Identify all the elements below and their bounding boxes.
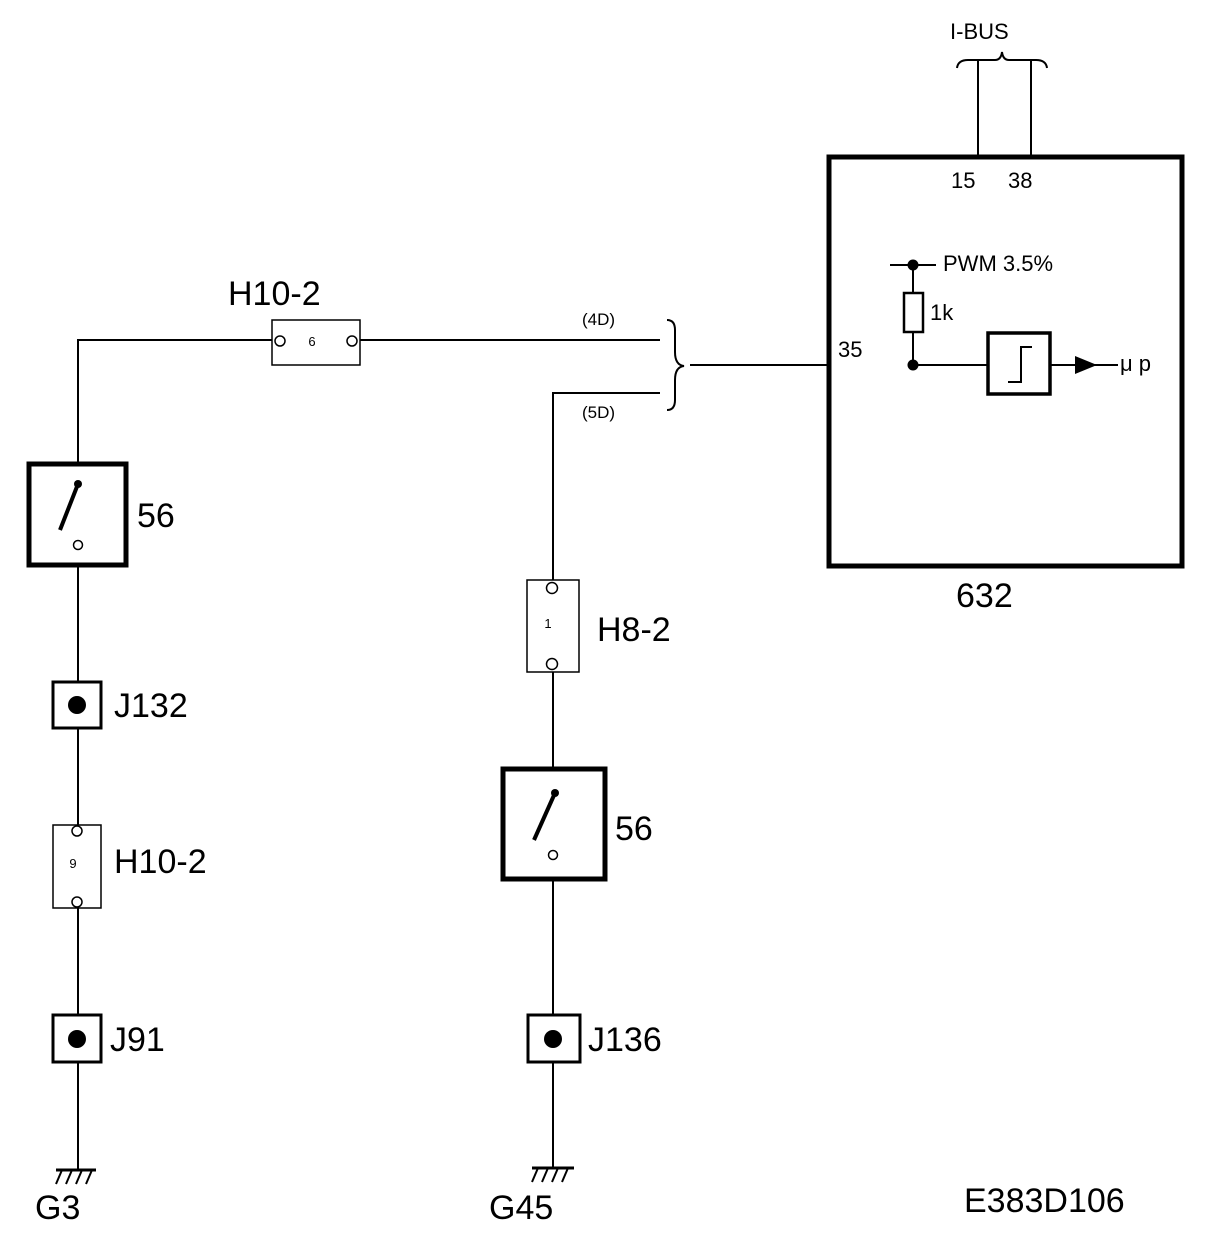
- bus-brace-icon: [956, 51, 1048, 69]
- ground-g45-icon: [531, 1166, 574, 1183]
- wire-5d: [552, 392, 660, 580]
- switch-label: 56: [615, 810, 653, 848]
- schmitt-trigger-icon: [986, 331, 1052, 396]
- connector-h10-2-top: 6: [271, 319, 361, 366]
- ground-g3-icon: [55, 1168, 96, 1185]
- connector-pin-label: 6: [308, 334, 315, 349]
- resistor-label: 1k: [930, 300, 954, 325]
- switch-right: [500, 766, 608, 882]
- right-branch: 1 H8-2 56 J136 G45: [489, 392, 671, 1227]
- connector-pin-label: 9: [69, 856, 76, 871]
- step-icon: [1008, 346, 1032, 383]
- brace-icon: [666, 319, 685, 411]
- wire-left-top: [77, 339, 272, 465]
- switch-label: 56: [137, 497, 175, 535]
- control-unit-label: 632: [956, 577, 1013, 615]
- splice-label: J132: [114, 687, 188, 725]
- splice-j91: [51, 1013, 103, 1064]
- output-label: μ p: [1120, 351, 1151, 376]
- connector-pin-label: 1: [544, 616, 551, 631]
- ground-label: G3: [35, 1189, 80, 1227]
- diagram-id: E383D106: [964, 1182, 1125, 1220]
- pin-38-label: 38: [1008, 168, 1032, 193]
- left-branch: 6 H10-2 56 J132 9 H10-2 J91: [26, 275, 660, 1227]
- wire-merge: (4D) (5D): [582, 310, 912, 422]
- pin-15-label: 15: [951, 168, 975, 193]
- control-unit-632: I-BUS 15 38 PWM 3.5% 1k 35 μ p 632: [826, 19, 1185, 615]
- wire-code-upper: (4D): [582, 310, 615, 329]
- connector-label: H10-2: [228, 275, 321, 313]
- connector-h10-2-bottom: 9: [52, 824, 102, 909]
- bus-label: I-BUS: [950, 19, 1009, 44]
- resistor-icon: [902, 291, 925, 334]
- ground-label: G45: [489, 1189, 553, 1227]
- splice-j132: [51, 680, 103, 730]
- splice-label: J136: [588, 1021, 662, 1059]
- wire-code-lower: (5D): [582, 403, 615, 422]
- pwm-label: PWM 3.5%: [943, 251, 1053, 276]
- arrow-icon: [1075, 356, 1097, 374]
- splice-label: J91: [110, 1021, 165, 1059]
- pin-35-label: 35: [838, 337, 862, 362]
- connector-label: H10-2: [114, 843, 207, 881]
- splice-j136: [526, 1013, 582, 1064]
- connector-label: H8-2: [597, 611, 671, 649]
- switch-left: [26, 461, 129, 568]
- connector-h8-2: 1: [526, 579, 580, 673]
